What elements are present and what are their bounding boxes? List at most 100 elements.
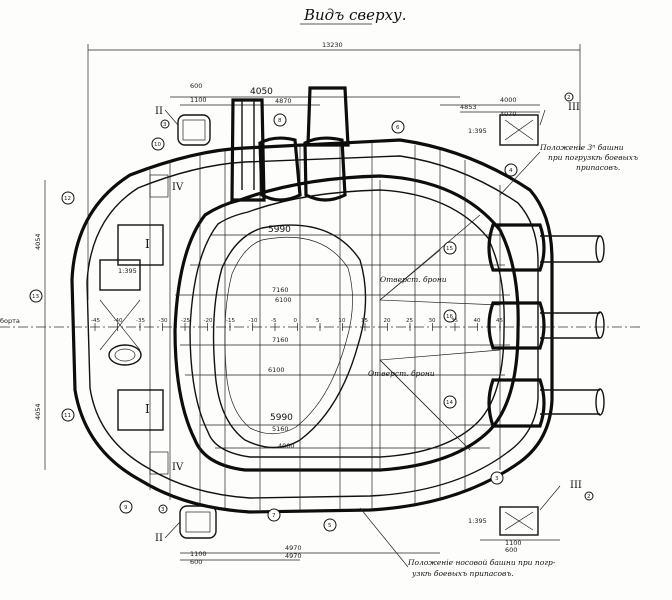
dim-top-e: 4070 — [500, 110, 517, 118]
dim-bot-a: 4970 — [285, 544, 302, 552]
dim-5990-top: 5990 — [268, 225, 291, 235]
bubble-13: 13 — [32, 294, 39, 300]
section-II-top: II — [155, 106, 163, 117]
centerline-tick-label: 30 — [429, 318, 436, 324]
centerline-tick-label: -30 — [159, 318, 168, 324]
section-I-top: I — [145, 237, 150, 251]
bubble-3-top: 3 — [163, 122, 167, 128]
dim-bot-f: 600 — [505, 546, 517, 554]
bubble-5: 5 — [328, 523, 332, 529]
bubble-3-right: 3 — [495, 476, 499, 482]
dim-5160: 5160 — [272, 425, 289, 433]
rotating-ring-inner — [224, 236, 353, 435]
station-lines — [149, 142, 501, 510]
bubble-14: 14 — [446, 400, 453, 406]
note-turret-position-2: при погрузкѣ боевыхъ — [548, 153, 638, 162]
centerline-tick-label: 25 — [406, 318, 413, 324]
rotating-ring-outer — [212, 224, 367, 449]
armor-opening-label-a: Отверст. брони — [380, 275, 447, 284]
dim-bot-e: 1100 — [505, 539, 522, 547]
bubble-11: 11 — [64, 413, 71, 419]
centerline-tick-label: 40 — [474, 318, 481, 324]
dim-5990-bottom: 5990 — [270, 413, 293, 423]
centerline-tick-label: 45 — [496, 318, 503, 324]
bubble-6: 6 — [396, 125, 400, 131]
bubble-4: 4 — [509, 168, 513, 174]
centerline-tick-label: -45 — [91, 318, 100, 324]
note-bow-leader — [359, 507, 409, 568]
dim-top-d: 4853 — [460, 103, 477, 111]
dim-6100-a: 6100 — [275, 296, 292, 304]
dim-left-2: 1100 — [190, 96, 207, 104]
width-dims — [175, 234, 510, 449]
bubble-12: 12 — [64, 196, 71, 202]
inner-hull-contour — [86, 155, 539, 499]
dim-7160-b: 7160 — [272, 336, 289, 344]
ratio-top-right: 1:395 — [468, 127, 487, 135]
centerline-tick-label: 35 — [451, 318, 458, 324]
centerline-tick-label: 20 — [384, 318, 391, 324]
bubble-16: 16 — [446, 314, 453, 320]
hoist-tubes — [230, 86, 350, 202]
centerline-tick-label: 15 — [361, 318, 368, 324]
section-II-bottom: II — [155, 533, 163, 544]
bubble-15: 15 — [446, 246, 453, 252]
radial-lines — [379, 180, 501, 470]
centerline-tick-label: 10 — [339, 318, 346, 324]
section-III-bottom: III — [570, 480, 582, 491]
hatch-top-left — [177, 114, 211, 146]
hatch-bottom-right — [499, 506, 539, 536]
section-IV-bottom: IV — [172, 462, 184, 473]
hatch-bottom-left — [179, 505, 217, 539]
dim-top-a: 4050 — [250, 87, 273, 97]
note-bow-turret-1: Положеніе носовой башни при погр- — [407, 558, 556, 567]
armor-opening-label-b: Отверст. брони — [368, 369, 435, 378]
bubble-9: 9 — [124, 505, 128, 511]
section-III-top: III — [568, 102, 580, 113]
dim-top-c: 4870 — [275, 97, 292, 105]
ratio-mid-left: 1:395 — [118, 267, 137, 275]
note-turret-leader — [499, 151, 541, 196]
dim-4000: 4000 — [278, 442, 295, 450]
dim-7160-a: 7160 — [272, 286, 289, 294]
centerline-tick-label: -5 — [271, 318, 277, 324]
gun-barrels — [487, 223, 605, 428]
centerline-tick-label: 5 — [316, 318, 320, 324]
dim-right-1: 4000 — [500, 96, 517, 104]
section-cut-lines — [164, 109, 561, 539]
centerline-tick-label: -40 — [114, 318, 123, 324]
callout-bubbles: 2 3 8 6 4 10 12 13 11 9 7 5 3 15 16 14 2… — [29, 92, 594, 532]
bubble-8: 8 — [278, 118, 282, 124]
keel-label: борта — [0, 317, 20, 325]
dim-left-side: 4054 — [34, 233, 42, 250]
bubble-10: 10 — [154, 142, 161, 148]
centerline-tick-label: -20 — [204, 318, 213, 324]
bubble-2-top: 2 — [567, 95, 571, 101]
dim-left-side-b: 4054 — [34, 403, 42, 420]
left-compartments — [99, 174, 169, 475]
drawing-title: Видъ сверху. — [303, 6, 407, 24]
dim-bot-c: 1100 — [190, 550, 207, 558]
section-I-bottom: I — [145, 402, 150, 416]
dim-6100-b: 6100 — [268, 366, 285, 374]
note-turret-position-1: Положеніе 3ⁿ башни — [539, 143, 624, 152]
centerline-tick-label: 0 — [294, 318, 298, 324]
note-turret-position-3: припасовъ. — [576, 163, 620, 172]
dim-bot-d: 600 — [190, 558, 202, 566]
bubble-7: 7 — [272, 513, 276, 519]
dim-overall: 13230 — [322, 41, 343, 49]
centerline-tick-label: -10 — [249, 318, 258, 324]
centerline-tick-label: -35 — [136, 318, 145, 324]
ratio-bottom-right: 1:395 — [468, 517, 487, 525]
hatch-top-right — [499, 114, 539, 146]
section-IV-top: IV — [172, 182, 184, 193]
barbette-inner — [189, 189, 505, 458]
centerline-tick-label: -15 — [226, 318, 235, 324]
bubble-3-bottom: 3 — [161, 507, 165, 513]
note-bow-turret-2: узкѣ боевыхъ припасовъ. — [411, 569, 514, 578]
dim-left-1: 600 — [190, 82, 202, 90]
dim-bot-b: 4970 — [285, 552, 302, 560]
